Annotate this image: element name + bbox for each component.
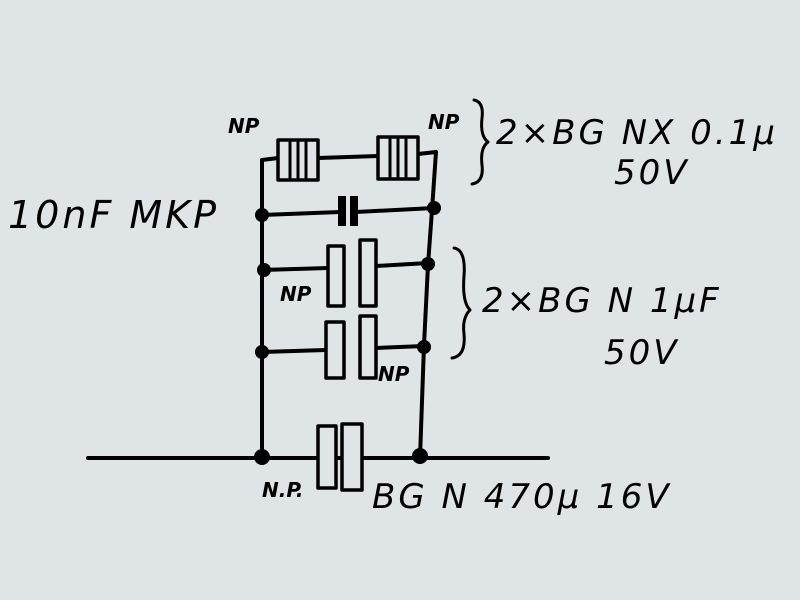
np-label-top-right: NP [428,110,460,134]
mid-cap-2 [324,314,378,380]
top-group-voltage: 50V [614,153,690,193]
mkp-label: 10nF MKP [8,193,219,237]
top-group-label: 2×BG NX 0.1μ [496,113,778,153]
mid-cap-1 [326,238,378,308]
cap-row-2-wire [260,344,426,354]
top-group-brace [470,98,490,186]
mkp-capacitor [338,196,358,226]
np-label-bottom: N.P. [262,478,304,502]
mid-group-label: 2×BG N 1μF [482,281,722,321]
top-cap-right [376,135,420,181]
mid-group-brace [450,246,472,360]
junction-dots [254,201,441,465]
np-label-mid-1: NP [280,282,312,306]
top-row-wire [260,150,438,162]
np-label-mid-2: NP [378,362,410,386]
mid-group-voltage: 50V [604,333,680,373]
bottom-cap-label: BG N 470μ 16V [372,477,672,517]
cap-row-1-wire [260,261,430,272]
np-label-top-left: NP [228,114,260,138]
mkp-row-wire [260,206,436,217]
top-cap-left [276,138,320,182]
bottom-cap [316,422,364,492]
right-rail [418,150,438,460]
